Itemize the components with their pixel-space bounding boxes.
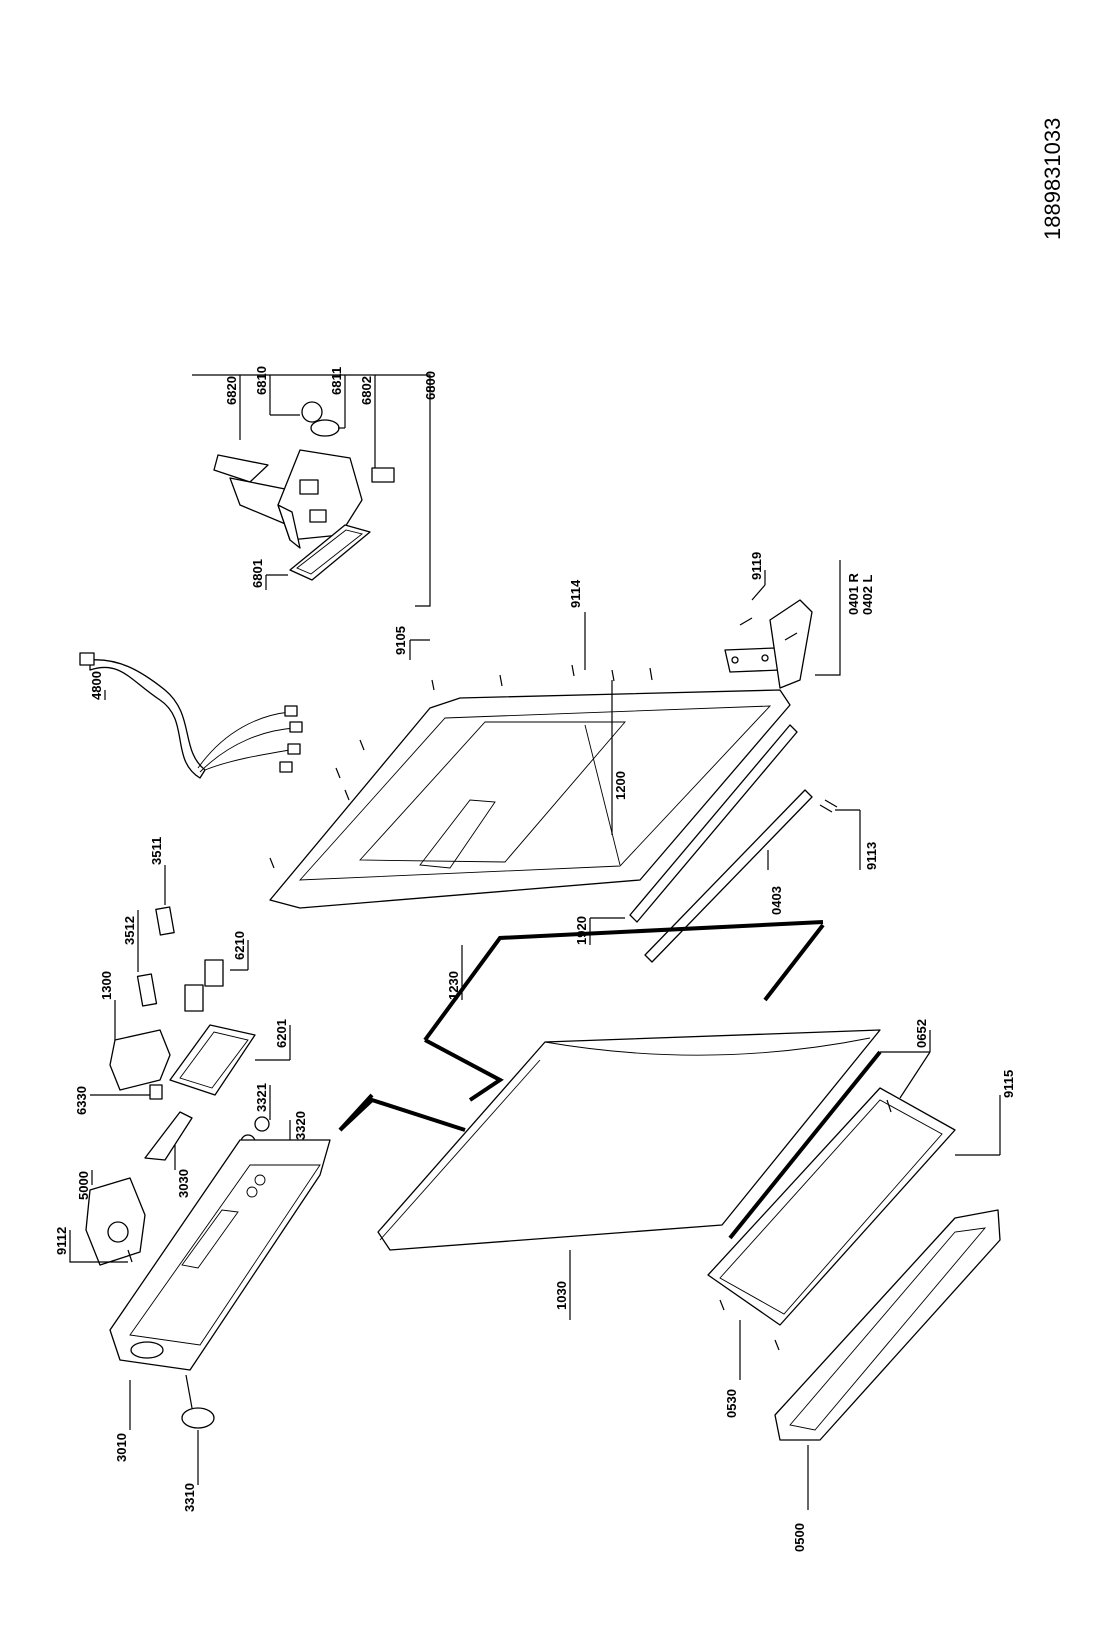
kickplate-0530 (707, 1087, 956, 1380)
wire-harness-4800 (79, 652, 303, 779)
label-6800: 6800 (423, 371, 438, 400)
label-0652: 0652 (914, 1019, 929, 1048)
label-9105: 9105 (393, 626, 408, 655)
label-6330: 6330 (74, 1086, 89, 1115)
label-9112: 9112 (54, 1227, 69, 1255)
label-9115: 9115 (1001, 1070, 1016, 1098)
outer-door-1030 (377, 1029, 881, 1320)
label-3511: 3511 (149, 837, 164, 865)
label-3310: 3310 (182, 1483, 197, 1512)
label-1920: 1920 (574, 916, 589, 945)
label-0500: 0500 (792, 1523, 807, 1552)
label-1200: 1200 (613, 771, 628, 800)
label-1230: 1230 (446, 971, 461, 1000)
assembly-6800 (192, 374, 431, 607)
label-0401: 0401 R (846, 572, 861, 615)
strip-0403-and-seal-1920 (589, 724, 861, 963)
label-3512: 3512 (122, 916, 137, 945)
label-6802: 6802 (359, 376, 374, 405)
label-1030: 1030 (554, 1281, 569, 1310)
label-0530: 0530 (724, 1389, 739, 1418)
label-6810: 6810 (254, 366, 269, 395)
label-3010: 3010 (114, 1433, 129, 1462)
label-3321: 3321 (254, 1083, 269, 1112)
label-9113: 9113 (864, 842, 879, 870)
label-6811: 6811 (329, 367, 344, 395)
label-5000: 5000 (76, 1171, 91, 1200)
label-0403: 0403 (769, 886, 784, 915)
label-9114: 9114 (568, 579, 583, 608)
label-4800: 4800 (89, 671, 104, 700)
label-3030: 3030 (176, 1169, 191, 1198)
label-6210: 6210 (232, 931, 247, 960)
label-3320: 3320 (293, 1111, 308, 1140)
controls-cluster (90, 865, 291, 1170)
hinge-0401-0402 (724, 560, 841, 689)
document-number: 1889831033 (1040, 118, 1065, 240)
label-0402: 0402 L (860, 574, 875, 615)
label-1300: 1300 (99, 971, 114, 1000)
label-6201: 6201 (274, 1019, 289, 1048)
seal-strip-0652 (728, 1030, 1001, 1240)
plinth-0500 (774, 1209, 1001, 1510)
control-panel-3010 (69, 1139, 331, 1485)
inner-door-1200 (269, 612, 791, 909)
label-6820: 6820 (224, 376, 239, 405)
door-gasket-1230 (338, 920, 825, 1132)
label-9119: 9119 (749, 552, 764, 580)
label-6801: 6801 (250, 559, 265, 588)
